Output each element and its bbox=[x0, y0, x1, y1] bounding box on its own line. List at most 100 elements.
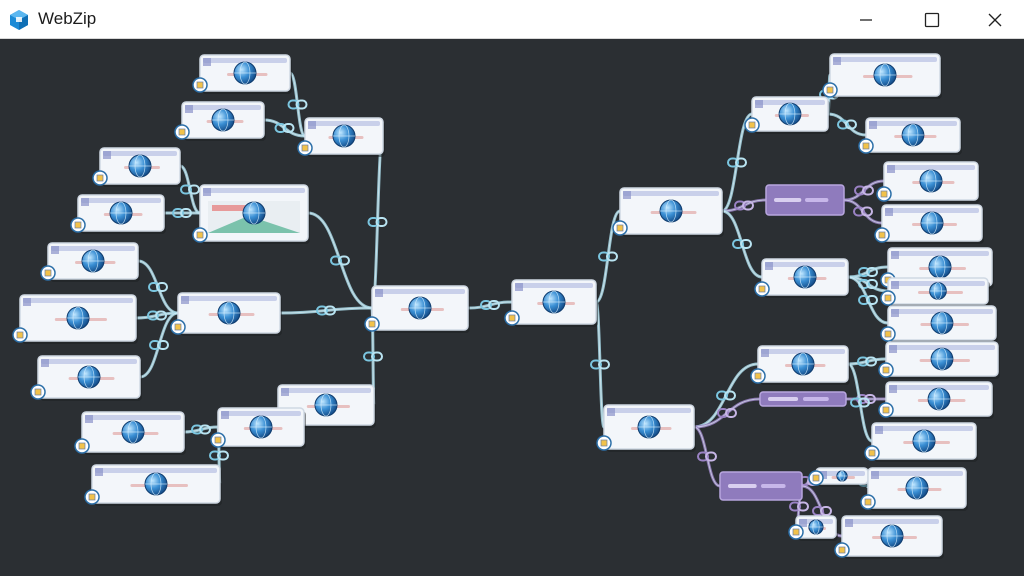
zip-archive-icon[interactable] bbox=[504, 310, 520, 326]
close-button[interactable] bbox=[965, 0, 1024, 39]
zip-archive-icon[interactable] bbox=[880, 290, 896, 306]
page-node[interactable] bbox=[210, 407, 306, 449]
page-node[interactable] bbox=[174, 101, 266, 141]
zip-archive-icon[interactable] bbox=[40, 265, 56, 281]
zip-archive-icon[interactable] bbox=[612, 220, 628, 236]
zip-archive-icon[interactable] bbox=[880, 326, 896, 342]
page-node[interactable] bbox=[834, 515, 944, 559]
globe-icon bbox=[929, 282, 947, 300]
zip-archive-icon[interactable] bbox=[92, 170, 108, 186]
page-node[interactable] bbox=[70, 194, 166, 234]
zip-archive-icon[interactable] bbox=[754, 281, 770, 297]
node-header-bar bbox=[23, 298, 133, 303]
page-node[interactable] bbox=[876, 161, 980, 203]
zip-archive-icon[interactable] bbox=[750, 368, 766, 384]
page-node[interactable] bbox=[30, 355, 142, 401]
node-header-bar bbox=[761, 349, 845, 354]
page-node[interactable] bbox=[192, 54, 292, 94]
page-node[interactable] bbox=[74, 411, 186, 455]
zip-archive-icon[interactable] bbox=[596, 435, 612, 451]
zip-archive-icon[interactable] bbox=[808, 470, 824, 486]
zip-archive-icon[interactable] bbox=[860, 494, 876, 510]
zip-archive-icon[interactable] bbox=[364, 316, 380, 332]
page-node[interactable] bbox=[596, 404, 696, 452]
page-node[interactable] bbox=[874, 204, 984, 244]
page-node[interactable] bbox=[878, 341, 1000, 379]
globe-icon bbox=[233, 61, 257, 85]
archive-card-line bbox=[768, 397, 799, 401]
zip-archive-icon[interactable] bbox=[192, 227, 208, 243]
page-node[interactable] bbox=[170, 292, 282, 336]
chain-link-icon bbox=[330, 255, 350, 266]
zip-archive-icon[interactable] bbox=[874, 227, 890, 243]
node-tab-marker bbox=[889, 345, 897, 353]
globe-icon bbox=[791, 352, 815, 376]
page-node[interactable] bbox=[754, 258, 850, 298]
zip-archive-icon[interactable] bbox=[30, 384, 46, 400]
page-node[interactable] bbox=[788, 515, 838, 541]
archive-node[interactable] bbox=[765, 184, 845, 216]
node-tab-marker bbox=[755, 100, 763, 108]
chain-link-icon bbox=[858, 267, 878, 277]
zip-archive-icon[interactable] bbox=[192, 77, 208, 93]
page-node[interactable] bbox=[84, 464, 222, 506]
page-node[interactable] bbox=[880, 305, 998, 343]
maximize-button[interactable] bbox=[902, 0, 962, 39]
zip-archive-icon[interactable] bbox=[210, 432, 226, 448]
zip-archive-icon[interactable] bbox=[878, 402, 894, 418]
globe-icon bbox=[242, 201, 266, 225]
zip-archive-icon[interactable] bbox=[822, 82, 838, 98]
zip-archive-icon[interactable] bbox=[878, 362, 894, 378]
zip-archive-icon[interactable] bbox=[174, 124, 190, 140]
node-tab-marker bbox=[871, 471, 879, 479]
page-node[interactable] bbox=[750, 345, 850, 385]
node-header-bar bbox=[869, 121, 957, 126]
page-node[interactable] bbox=[364, 285, 470, 333]
globe-icon bbox=[659, 199, 683, 223]
zip-archive-icon[interactable] bbox=[858, 138, 874, 154]
archive-node[interactable] bbox=[759, 391, 847, 407]
node-tab-marker bbox=[103, 151, 111, 159]
node-header-bar bbox=[281, 388, 371, 393]
chain-link-icon bbox=[854, 185, 874, 196]
page-node[interactable] bbox=[864, 422, 978, 462]
node-header-bar bbox=[623, 191, 719, 196]
page-node[interactable] bbox=[878, 381, 994, 419]
node-tab-marker bbox=[281, 388, 289, 396]
node-tab-marker bbox=[308, 121, 316, 129]
node-tab-marker bbox=[203, 58, 211, 66]
page-node[interactable] bbox=[40, 242, 140, 282]
zip-archive-icon[interactable] bbox=[84, 489, 100, 505]
page-node[interactable] bbox=[504, 279, 598, 327]
zip-archive-icon[interactable] bbox=[70, 217, 86, 233]
zip-archive-icon[interactable] bbox=[12, 327, 28, 343]
zip-archive-icon[interactable] bbox=[864, 445, 880, 461]
zip-archive-icon[interactable] bbox=[74, 438, 90, 454]
node-header-bar bbox=[203, 58, 287, 63]
zip-archive-icon[interactable] bbox=[744, 117, 760, 133]
node-header-bar bbox=[375, 289, 465, 294]
chain-link-icon bbox=[590, 359, 610, 370]
minimize-button[interactable] bbox=[836, 0, 896, 39]
page-node[interactable] bbox=[12, 294, 138, 344]
zip-archive-icon[interactable] bbox=[297, 140, 313, 156]
globe-icon bbox=[109, 201, 133, 225]
archive-node[interactable] bbox=[719, 471, 803, 501]
page-node[interactable] bbox=[822, 53, 942, 99]
page-node[interactable] bbox=[860, 467, 968, 511]
zip-archive-icon[interactable] bbox=[170, 319, 186, 335]
site-map-graph[interactable] bbox=[0, 40, 1024, 576]
page-node[interactable] bbox=[858, 117, 962, 155]
page-node[interactable] bbox=[297, 117, 385, 157]
globe-icon bbox=[77, 365, 101, 389]
page-node[interactable] bbox=[744, 96, 830, 134]
page-node[interactable] bbox=[612, 187, 724, 237]
page-node[interactable] bbox=[192, 184, 310, 244]
zip-archive-icon[interactable] bbox=[788, 524, 804, 540]
zip-archive-icon[interactable] bbox=[876, 186, 892, 202]
page-node[interactable] bbox=[880, 277, 990, 307]
zip-archive-icon[interactable] bbox=[834, 542, 850, 558]
page-node[interactable] bbox=[808, 467, 870, 487]
node-tab-marker bbox=[845, 519, 853, 527]
page-node[interactable] bbox=[92, 147, 182, 187]
